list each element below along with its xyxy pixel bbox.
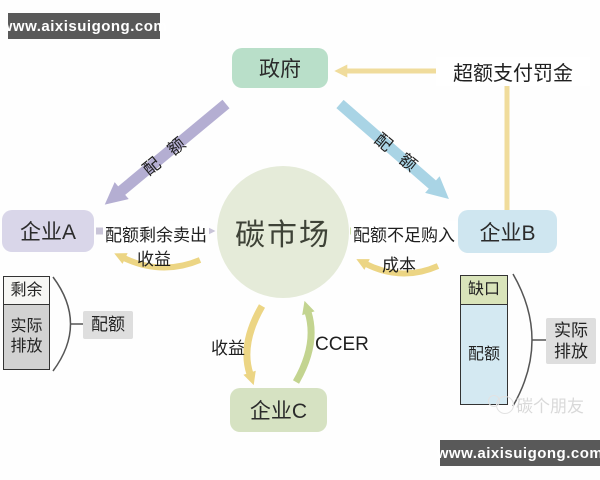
quota-cell: 配额 xyxy=(461,305,507,404)
company-a-node: 企业A xyxy=(2,210,94,252)
company-b-quota-stack: 缺口 配额 xyxy=(460,275,508,405)
quota-a-label: 配 额 xyxy=(139,130,193,180)
ccer-arrow xyxy=(292,300,315,384)
top-watermark-bar: www.aixisuigong.com xyxy=(1,13,167,39)
gap-cell: 缺口 xyxy=(461,276,507,305)
buy-shortage-label: 配额不足购入 xyxy=(351,221,457,246)
ccer-label: CCER xyxy=(315,334,369,355)
quota-badge-a: 配额 xyxy=(83,311,133,339)
penalty-label: 超额支付罚金 xyxy=(436,57,590,86)
cost-b-label: 成本 xyxy=(382,256,416,275)
bottom-watermark-bar: www.aixisuigong.com xyxy=(437,440,600,466)
carbon-market-node: 碳市场 xyxy=(217,166,349,298)
quota-bracket-a xyxy=(52,276,72,372)
company-c-node: 企业C xyxy=(230,388,327,432)
government-node: 政府 xyxy=(232,48,328,88)
penalty-arrow xyxy=(334,64,510,212)
actual-emission-badge-b: 实际排放 xyxy=(546,318,596,364)
sell-surplus-label: 配额剩余卖出 xyxy=(103,221,209,246)
revenue-c-arrow xyxy=(243,304,266,386)
surplus-cell: 剩余 xyxy=(4,277,49,305)
logo-watermark: 碳个朋友 xyxy=(488,392,584,417)
quota-b-label: 配 额 xyxy=(370,129,425,179)
revenue-c-label: 收益 xyxy=(211,339,245,358)
revenue-a-label: 收益 xyxy=(137,250,171,269)
emission-bracket-b xyxy=(512,273,533,407)
company-a-quota-stack: 剩余 实际排放 xyxy=(3,276,50,370)
mascot-icon xyxy=(496,395,514,414)
logo-watermark-text: 碳个朋友 xyxy=(516,397,584,416)
company-b-node: 企业B xyxy=(458,210,557,253)
actual-emission-cell: 实际排放 xyxy=(4,305,49,369)
